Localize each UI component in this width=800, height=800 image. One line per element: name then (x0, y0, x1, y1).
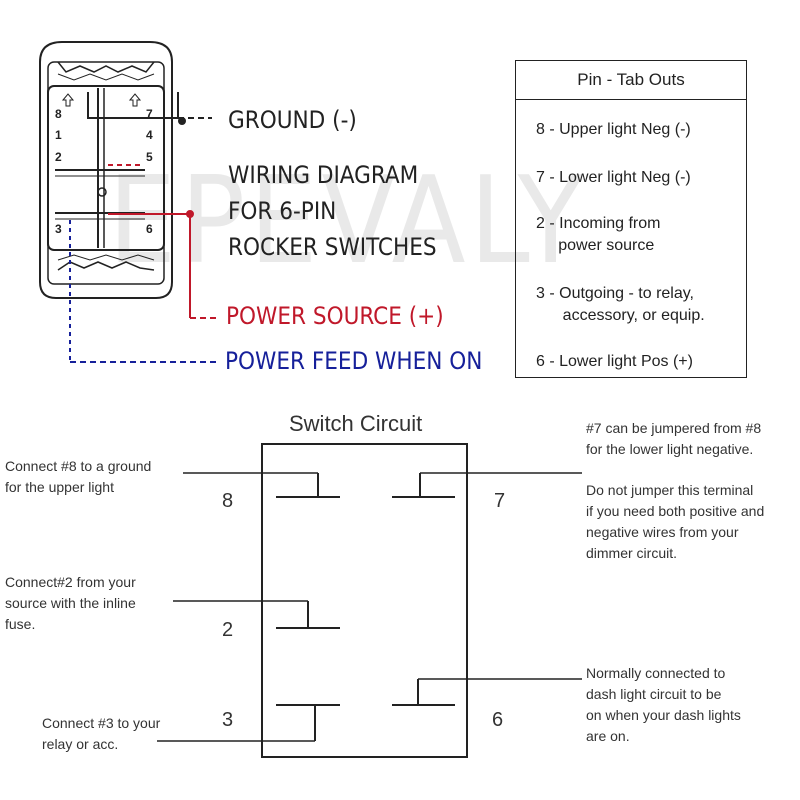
pin-label-5: 5 (146, 150, 153, 164)
switch-circuit-schematic (157, 443, 582, 758)
diagram-title: WIRING DIAGRAM FOR 6-PIN ROCKER SWITCHES (228, 157, 437, 265)
pin-tab-outs-table: Pin - Tab Outs 8 - Upper light Neg (-) 7… (515, 60, 747, 378)
ground-label: GROUND (-) (228, 106, 357, 134)
pin-label-2: 2 (55, 150, 62, 164)
note-pin-8: Connect #8 to a ground for the upper lig… (5, 458, 152, 495)
pin-table-header: Pin - Tab Outs (516, 61, 746, 100)
note-pin-3: Connect #3 to your relay or acc. (42, 715, 161, 752)
rocker-switch-drawing (39, 41, 173, 299)
note-pin-2: Connect#2 from your source with the inli… (5, 574, 136, 632)
circuit-pin-3: 3 (222, 709, 234, 731)
title-line-1: WIRING DIAGRAM (228, 161, 419, 189)
title-line-2: FOR 6-PIN (228, 197, 337, 225)
ground-wire (87, 92, 212, 125)
pin-label-6: 6 (146, 222, 153, 236)
power-feed-wire (69, 220, 220, 363)
circuit-pin-7: 7 (494, 490, 506, 512)
pin-row-7: 7 - Lower light Neg (-) (536, 169, 691, 186)
circuit-pin-8: 8 (222, 490, 234, 512)
pin-row-2: 2 - Incoming from power source (536, 215, 661, 254)
pin-label-1: 1 (55, 128, 62, 142)
pin-label-7: 7 (146, 107, 153, 121)
circuit-pin-6: 6 (492, 709, 504, 731)
power-feed-label: POWER FEED WHEN ON (225, 347, 483, 375)
pin-label-4: 4 (146, 128, 153, 142)
note-pin-7-jumper: #7 can be jumpered from #8 for the lower… (586, 420, 762, 457)
pin-label-8: 8 (55, 107, 62, 121)
note-pin-7-warning: Do not jumper this terminal if you need … (586, 482, 765, 561)
pin-row-3: 3 - Outgoing - to relay, accessory, or e… (536, 285, 705, 324)
title-line-3: ROCKER SWITCHES (228, 233, 437, 261)
power-source-label: POWER SOURCE (+) (226, 302, 444, 330)
pin-row-8: 8 - Upper light Neg (-) (536, 121, 691, 138)
pin-row-6: 6 - Lower light Pos (+) (536, 353, 693, 370)
switch-circuit-title: Switch Circuit (289, 411, 423, 436)
watermark: EPEVALY (108, 152, 588, 291)
circuit-pin-2: 2 (222, 619, 234, 641)
pin-label-3: 3 (55, 222, 62, 236)
note-pin-6: Normally connected to dash light circuit… (586, 665, 741, 744)
power-source-wire (108, 164, 220, 319)
